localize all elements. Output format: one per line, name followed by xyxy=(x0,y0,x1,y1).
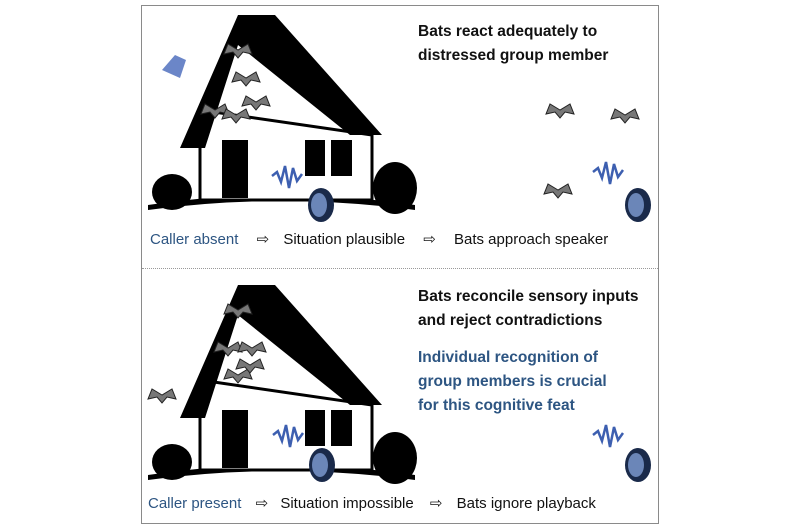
arrow-right-icon: ⇨ xyxy=(256,231,270,248)
bottom-title-line-2: and reject contradictions xyxy=(418,312,603,329)
arrow-right-icon: ⇨ xyxy=(255,495,269,512)
panel-divider xyxy=(142,268,658,269)
highlight-line-2: group members is crucial xyxy=(418,373,607,390)
caller-present-label: Caller present xyxy=(148,495,242,512)
highlight-text: Individual recognition of group members … xyxy=(418,346,607,418)
highlight-line-1: Individual recognition of xyxy=(418,349,598,366)
highlight-line-3: for this cognitive feat xyxy=(418,397,575,414)
top-title: Bats react adequately to distressed grou… xyxy=(418,20,608,68)
situation-plausible-label: Situation plausible xyxy=(283,231,406,248)
arrow-right-icon: ⇨ xyxy=(429,495,443,512)
caller-absent-label: Caller absent xyxy=(150,231,239,248)
top-title-line-1: Bats react adequately to xyxy=(418,23,598,40)
bottom-title: Bats reconcile sensory inputs and reject… xyxy=(418,285,639,333)
top-title-line-2: distressed group member xyxy=(418,47,609,64)
bats-approach-label: Bats approach speaker xyxy=(454,231,609,248)
figure-frame xyxy=(141,5,659,524)
top-flow: Caller absent ⇨ Situation plausible ⇨ Ba… xyxy=(150,230,608,248)
arrow-right-icon: ⇨ xyxy=(423,231,436,248)
bottom-flow: Caller present ⇨ Situation impossible ⇨ … xyxy=(148,494,596,512)
bats-ignore-label: Bats ignore playback xyxy=(456,495,596,512)
bottom-title-line-1: Bats reconcile sensory inputs xyxy=(418,288,639,305)
house-top-illustration xyxy=(146,13,651,222)
situation-impossible-label: Situation impossible xyxy=(280,495,414,512)
